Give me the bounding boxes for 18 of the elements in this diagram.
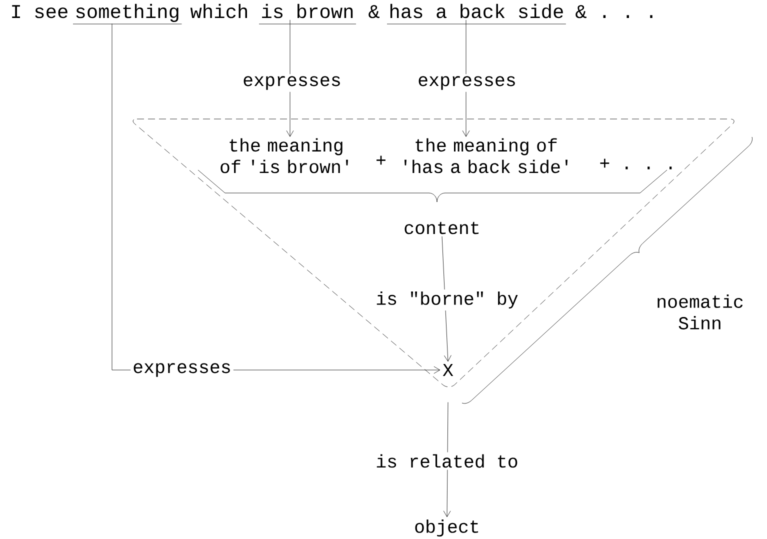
node-text: the meaning of 'has a back side'	[404, 138, 568, 174]
node-text: object	[415, 519, 478, 537]
edge-label: is related to	[374, 452, 520, 470]
label-text: &	[368, 5, 380, 18]
node-text: the meaning of 'is brown'	[220, 138, 348, 174]
edge-label: expresses	[416, 74, 518, 92]
label-text: noematic Sinn	[658, 294, 743, 330]
node-text: content	[404, 222, 479, 234]
node-text: X	[442, 364, 454, 376]
underlined-phrase: something	[72, 4, 182, 24]
label-text: +	[376, 156, 386, 165]
label-text: which	[190, 4, 247, 18]
label-text: + . . .	[600, 158, 672, 170]
edge-label: expresses	[130, 361, 234, 379]
underlined-phrase: has a back side	[386, 4, 566, 24]
underlined-phrase: is brown	[258, 4, 356, 24]
edge-label: is "borne" by	[374, 289, 520, 311]
edge-label: expresses	[240, 74, 344, 92]
